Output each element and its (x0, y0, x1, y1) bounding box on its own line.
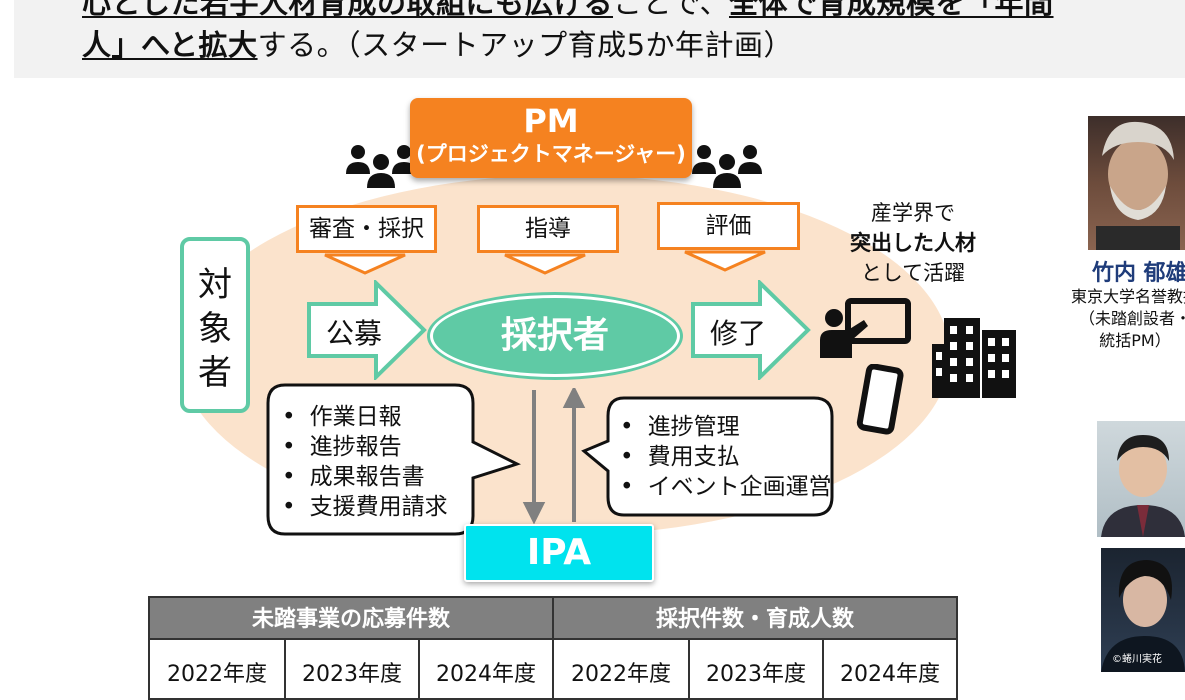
portrait-photo-2 (1097, 421, 1185, 537)
report-item: 進捗報告 (282, 432, 448, 462)
management-list: 進捗管理 費用支払 イベント企画運営 (620, 412, 832, 502)
presenter-icon (820, 298, 911, 358)
complete-label: 修了 (710, 317, 767, 350)
report-item: 成果報告書 (282, 462, 448, 492)
report-item: 支援費用請求 (282, 492, 448, 522)
table-header-applications: 未踏事業の応募件数 (148, 596, 554, 640)
table-header-adoptions: 採択件数・育成人数 (552, 596, 958, 640)
table-cell-year: 2022年度 (552, 640, 690, 700)
portrait-photo-1 (1088, 116, 1185, 250)
role-box-evaluation: 評価 (657, 202, 800, 250)
role-box-review: 審査・採択 (296, 205, 437, 253)
portrait-photo-3 (1101, 548, 1185, 672)
ipa-box: IPA (464, 524, 654, 582)
target-char: 象 (198, 309, 232, 349)
down-triangle-guidance (504, 253, 586, 275)
pm-title: PM (523, 102, 579, 140)
adopter-ellipse: 採択者 (430, 295, 680, 377)
table-cell-year: 2023年度 (688, 640, 824, 700)
down-triangle-review (324, 253, 406, 275)
complete-arrow (691, 280, 811, 380)
buildings-icon (932, 318, 1016, 398)
affiliation-line: 統括PM） (1099, 331, 1171, 350)
outcome-line: 産学界で (871, 201, 955, 225)
outcome-text: 産学界で 突出した人材 として活躍 (838, 198, 988, 288)
apply-label: 公募 (326, 317, 383, 350)
apply-arrow (307, 280, 427, 380)
table-cell-year: 2023年度 (284, 640, 420, 700)
management-item: 費用支払 (620, 442, 832, 472)
table-cell-year: 2024年度 (418, 640, 554, 700)
table-cell-year: 2022年度 (148, 640, 286, 700)
target-char: 対 (198, 265, 232, 305)
pm-box: PM (プロジェクトマネージャー) (410, 98, 692, 178)
header-line-1: 心とした若手人材育成の取組にも広げることで、全体で育成規模を「年間 (82, 0, 1054, 20)
report-list: 作業日報 進捗報告 成果報告書 支援費用請求 (282, 402, 448, 522)
header-band: 心とした若手人材育成の取組にも広げることで、全体で育成規模を「年間 人」へと拡大… (14, 0, 1185, 78)
smartphone-icon (856, 364, 904, 435)
header-line-2: 人」へと拡大する。（スタートアップ育成5か年計画） (82, 28, 794, 62)
pm-subtitle: (プロジェクトマネージャー) (416, 142, 686, 166)
role-box-guidance: 指導 (477, 205, 619, 253)
report-item: 作業日報 (282, 402, 448, 432)
down-triangle-evaluation (684, 250, 766, 272)
people-group-icon-right (692, 145, 762, 188)
vertical-flow-arrows (522, 388, 586, 524)
person-affiliation: 東京大学名誉教授 （未踏創設者・ 統括PM） (1060, 286, 1185, 352)
affiliation-line: （未踏創設者・ (1078, 309, 1185, 328)
outcome-line: として活躍 (860, 261, 966, 285)
person-name: 竹内 郁雄 (1092, 261, 1185, 286)
target-char: 者 (198, 353, 232, 393)
management-item: 進捗管理 (620, 412, 832, 442)
people-group-icon-left (346, 145, 416, 188)
photo-credit: ©蜷川実花 (1112, 654, 1162, 665)
outcome-line-bold: 突出した人材 (850, 231, 976, 255)
management-item: イベント企画運営 (620, 472, 832, 502)
target-box: 対 象 者 (180, 237, 250, 413)
affiliation-line: 東京大学名誉教授 (1070, 287, 1185, 306)
table-cell-year: 2024年度 (822, 640, 958, 700)
